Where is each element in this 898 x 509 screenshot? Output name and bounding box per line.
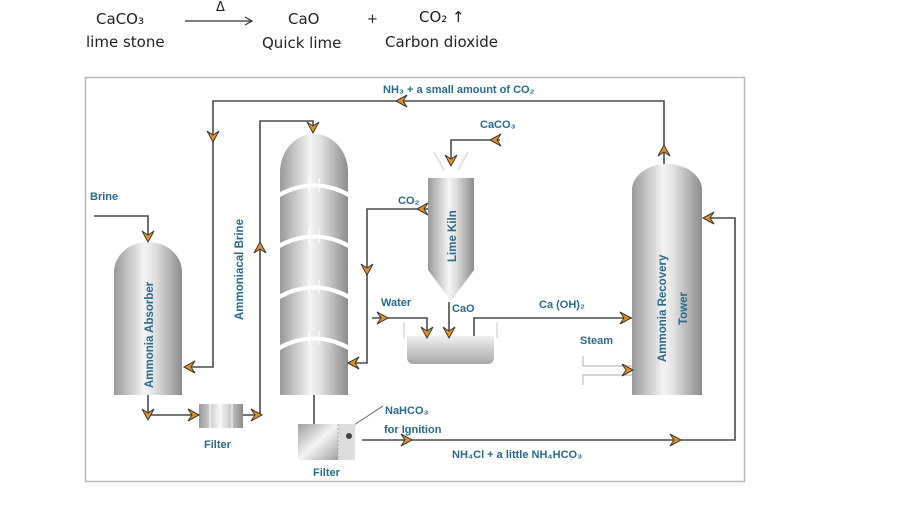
nh3-co2-label: NH₃ + a small amount of CO₂ (383, 84, 535, 96)
nh3-recycle-line (188, 100, 665, 368)
caoh2-label: Ca (OH)₂ (539, 299, 585, 311)
caco3-label: CaCO₃ (480, 119, 516, 131)
caoh2-line (473, 317, 632, 337)
ammonia-absorber-vessel (114, 242, 182, 395)
reaction-arrow (185, 13, 255, 31)
slaker-tank (407, 336, 494, 364)
steam-label: Steam (580, 335, 613, 347)
reaction-condition: Δ (216, 0, 225, 15)
ammoniacal-brine-label: Ammoniacal Brine (234, 219, 246, 320)
reaction-arrow-icon (185, 16, 254, 26)
filter-2 (298, 424, 355, 460)
nahco3-leader-line (353, 405, 384, 426)
plus-sign: + (367, 12, 378, 27)
product2-name: Carbon dioxide (385, 33, 499, 51)
ammonia-recovery-tower (632, 164, 702, 395)
nh4cl-line (362, 217, 736, 441)
filter-2-label: Filter (313, 467, 341, 479)
tower-label: Tower (678, 291, 690, 325)
lime-kiln-label: Lime Kiln (447, 210, 459, 262)
brine-label: Brine (90, 191, 118, 203)
product1-name: Quick lime (262, 34, 342, 52)
carbonating-tower (280, 134, 348, 395)
diagram-frame (84, 76, 746, 483)
ammonia-absorber-label: Ammonia Absorber (144, 281, 156, 388)
nahco3-label: NaHCO₃ (385, 405, 429, 417)
nh4cl-label: NH₄Cl + a little NH₄HCO₃ (452, 449, 582, 461)
brine-line (94, 215, 149, 240)
co2-line (347, 208, 428, 364)
co2-label: CO₂ (398, 195, 420, 207)
lime-kiln (428, 151, 474, 301)
cao-label: CaO (452, 303, 475, 315)
for-ignition-label: for Ignition (384, 424, 442, 436)
product1-formula: CaO (288, 10, 320, 28)
ammonia-recovery-label: Ammonia Recovery (657, 254, 669, 362)
product2-formula: CO₂ ↑ (419, 8, 465, 26)
reactant-name: lime stone (86, 33, 165, 51)
filter-1-label: Filter (204, 439, 232, 451)
filter-1 (199, 404, 243, 428)
water-label: Water (381, 297, 412, 309)
ammoniacal-brine-line (243, 120, 314, 416)
water-line (372, 317, 428, 336)
reactant-formula: CaCO₃ (96, 10, 144, 28)
caco3-feed-line (450, 139, 500, 162)
